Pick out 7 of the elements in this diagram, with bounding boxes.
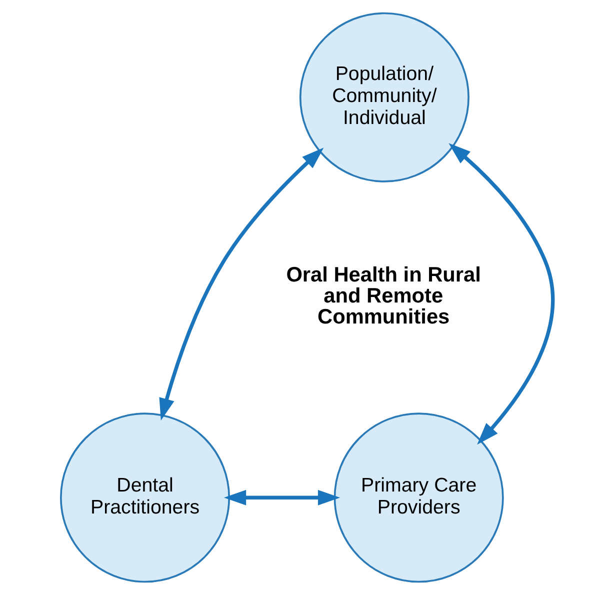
arrow [159,148,324,421]
node-circle: Dental Practitioners [60,412,230,583]
node-circle: Primary Care Providers [334,412,504,583]
label: Oral Health in Rural and Remote Communities [286,264,481,328]
node-circle: Population/ Community/ Individual [299,12,470,182]
arrow [448,143,555,445]
arrow [224,490,340,506]
